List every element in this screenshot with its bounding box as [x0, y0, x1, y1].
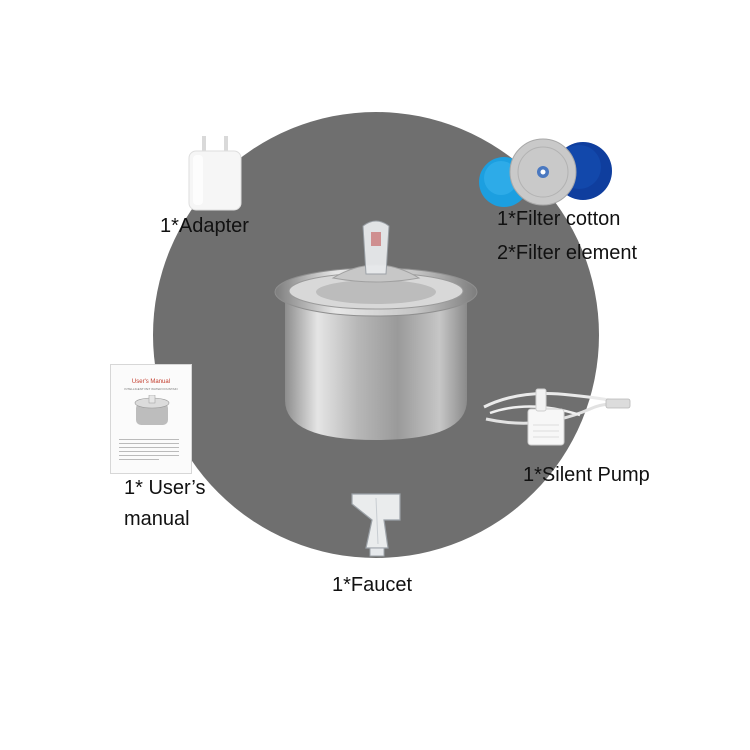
adapter-label: 1*Adapter: [160, 215, 249, 237]
pump-image: [483, 388, 631, 446]
filter-image: [479, 138, 612, 207]
faucet-label: 1*Faucet: [332, 574, 413, 596]
adapter-image: [188, 136, 242, 211]
filter-cotton-label: 1*Filter cotton: [497, 208, 621, 230]
faucet-image: [351, 493, 401, 557]
manual-cover-title: User's Manual: [131, 379, 171, 385]
pump-label: 1*Silent Pump: [523, 464, 650, 486]
fountain-image: [274, 220, 478, 440]
manual-label-line1: 1* User’s: [124, 477, 206, 499]
manual-cover-fountain: [134, 395, 170, 425]
filter-element-label: 2*Filter element: [497, 242, 638, 264]
manual-cover-subtitle: INTELLIGENT PET WATER FOUNTAIN: [124, 387, 178, 391]
user-manual-image: User's Manual INTELLIGENT PET WATER FOUN…: [110, 364, 192, 474]
manual-label-line2: manual: [124, 508, 190, 530]
